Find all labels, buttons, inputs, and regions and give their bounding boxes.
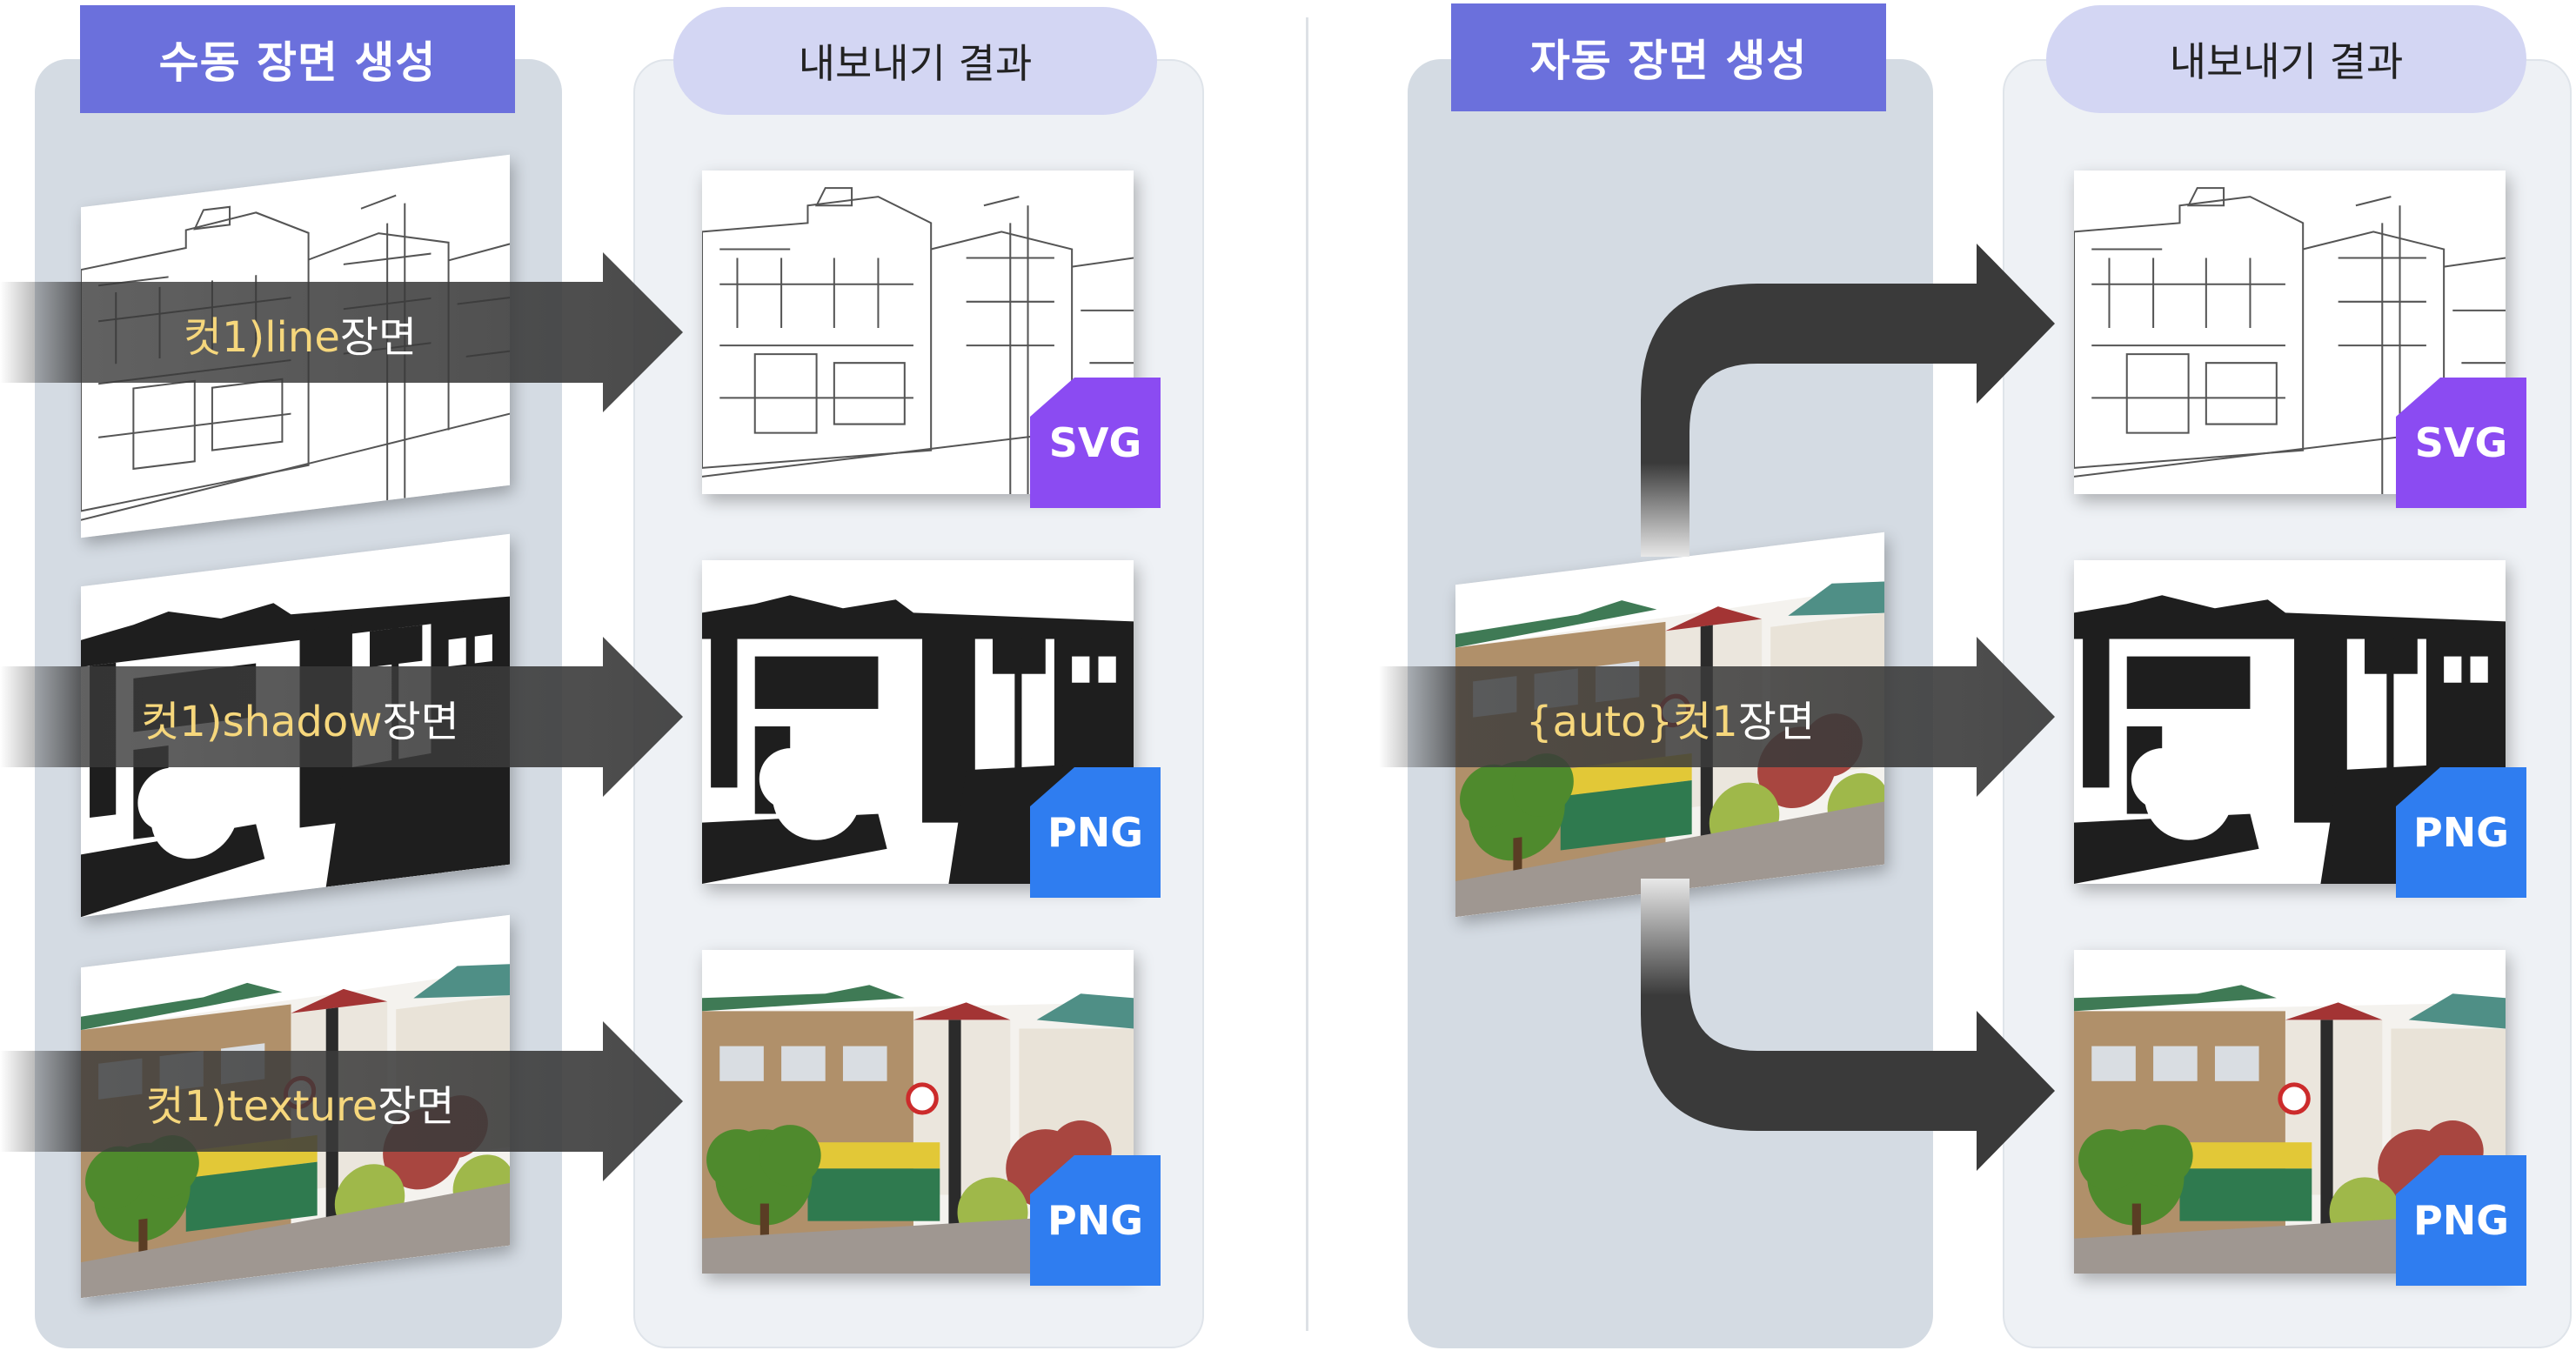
label-suffix: 장면 bbox=[378, 1082, 455, 1131]
auto-scene-header: 자동 장면 생성 bbox=[1451, 3, 1886, 111]
label-highlight: {auto}컷1 bbox=[1525, 698, 1738, 746]
arrow-label-auto: {auto}컷1 장면 bbox=[1470, 666, 1870, 769]
label-highlight: 컷1)shadow bbox=[141, 698, 383, 746]
svg-badge: SVG bbox=[1030, 378, 1161, 508]
png-badge: PNG bbox=[1030, 1155, 1161, 1286]
label-highlight: 컷1)texture bbox=[145, 1082, 378, 1131]
manual-scene-header: 수동 장면 생성 bbox=[80, 5, 515, 113]
auto-export-header: 내보내기 결과 bbox=[2046, 5, 2526, 113]
label-suffix: 장면 bbox=[382, 698, 459, 746]
png-badge: PNG bbox=[1030, 767, 1161, 898]
label-highlight: 컷1)line bbox=[183, 313, 340, 362]
section-divider bbox=[1306, 17, 1308, 1331]
label-suffix: 장면 bbox=[339, 313, 418, 362]
png-badge: PNG bbox=[2396, 1155, 2526, 1286]
arrow-label-line: 컷1)line 장면 bbox=[104, 282, 496, 384]
arrow-label-texture: 컷1)texture 장면 bbox=[87, 1051, 513, 1153]
arrow-label-shadow: 컷1)shadow 장면 bbox=[87, 666, 513, 769]
svg-badge: SVG bbox=[2396, 378, 2526, 508]
manual-export-header: 내보내기 결과 bbox=[673, 7, 1157, 115]
png-badge: PNG bbox=[2396, 767, 2526, 898]
label-suffix: 장면 bbox=[1737, 698, 1816, 746]
